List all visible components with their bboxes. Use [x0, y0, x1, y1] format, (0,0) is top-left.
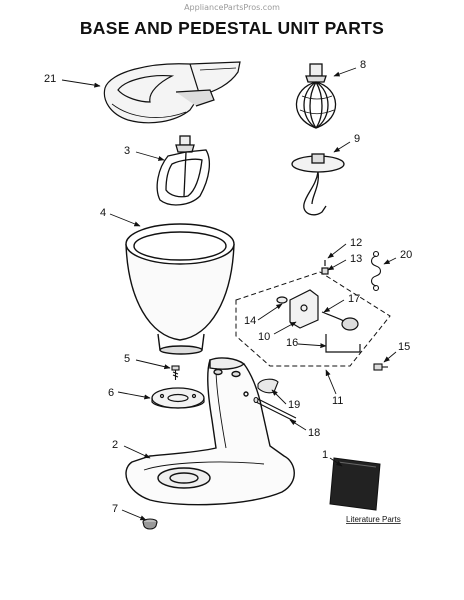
page-title: BASE AND PEDESTAL UNIT PARTS [79, 18, 385, 38]
flat-beater [156, 135, 211, 206]
knob [257, 378, 279, 394]
callout-20: 20 [400, 249, 412, 261]
callout-3: 3 [124, 145, 130, 157]
pedestal-base [125, 357, 295, 506]
callout-12: 12 [350, 237, 362, 249]
callout-2: 2 [112, 439, 118, 451]
callout-19: 19 [288, 399, 300, 411]
bowl [125, 223, 235, 355]
callout-18: 18 [308, 427, 320, 439]
callout-9: 9 [354, 133, 360, 145]
callout-13: 13 [350, 253, 362, 265]
rubber-foot [142, 518, 158, 530]
callout-15: 15 [398, 341, 410, 353]
callout-7: 7 [112, 503, 118, 515]
callout-1: 1 [322, 449, 328, 461]
callout-17: 17 [348, 293, 360, 305]
clamp-plate [151, 387, 205, 409]
watermark: AppliancePartsPros.com [184, 3, 280, 12]
screw [171, 365, 180, 380]
spring [370, 250, 382, 292]
dough-hook [291, 153, 345, 216]
callout-8: 8 [360, 59, 366, 71]
callout-4: 4 [100, 207, 106, 219]
pouring-shield [103, 61, 241, 124]
callout-numbers: 21 8 3 9 4 12 13 20 17 14 10 16 15 11 5 … [44, 59, 412, 515]
leader-lines [61, 67, 397, 521]
callout-10: 10 [258, 331, 270, 343]
hinge-pin [253, 396, 297, 423]
literature-parts-label: Literature Parts [346, 515, 401, 524]
callout-5: 5 [124, 353, 130, 365]
callout-11: 11 [332, 395, 343, 407]
callout-21: 21 [44, 73, 56, 85]
wire-whip [295, 63, 337, 129]
callout-6: 6 [108, 387, 114, 399]
bowl-support-assembly [235, 260, 391, 371]
callout-16: 16 [286, 337, 298, 349]
literature-booklet [329, 457, 381, 511]
callout-14: 14 [244, 315, 256, 327]
